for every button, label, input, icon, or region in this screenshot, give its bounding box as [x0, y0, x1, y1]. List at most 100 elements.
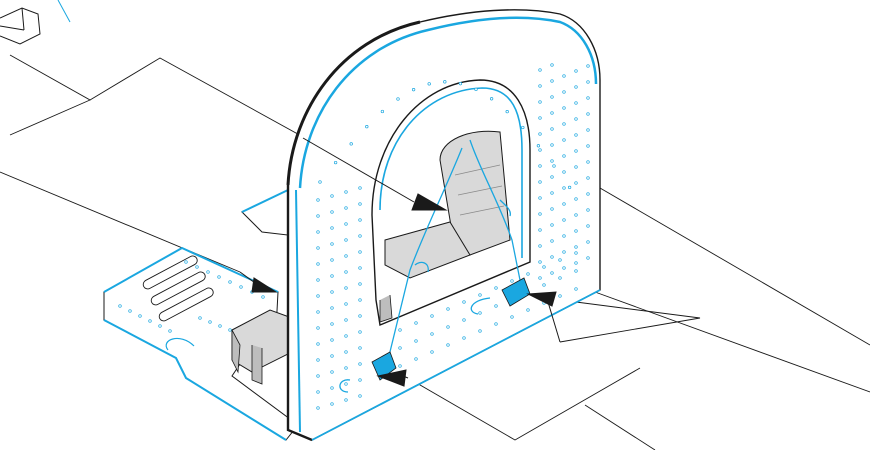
floor-line-right-mid: [544, 297, 701, 343]
rivet-hole: [586, 224, 590, 228]
rivet-hole: [330, 370, 334, 374]
rivet-hole: [521, 125, 525, 130]
rivet-hole: [358, 378, 362, 382]
rivet-hole: [414, 321, 418, 325]
rivet-hole: [586, 208, 590, 212]
rivet-hole: [148, 319, 152, 323]
rivet-hole: [217, 275, 221, 279]
rivet-hole: [562, 122, 566, 126]
rivet-hole: [567, 185, 572, 190]
rivet-hole: [398, 346, 402, 350]
rivet-hole: [398, 328, 402, 332]
rivet-hole: [550, 159, 554, 163]
rivet-hole: [358, 330, 362, 334]
floor-line-bottom-right: [584, 404, 656, 450]
rivet-hole: [586, 96, 590, 100]
rivet-hole: [158, 324, 162, 328]
rib-1: [454, 164, 501, 176]
rivet-hole: [538, 228, 542, 232]
seat-left-leg: [231, 329, 241, 374]
rivet-hole: [198, 316, 202, 320]
rivet-hole: [316, 310, 320, 314]
rivet-hole: [538, 148, 542, 152]
rivet-hole: [358, 314, 362, 318]
strap-tail-right: [470, 297, 491, 315]
rib-2: [457, 185, 503, 196]
rivet-hole: [344, 270, 348, 274]
rivet-hole: [562, 106, 566, 110]
corner-part: [0, 0, 71, 45]
rivet-hole: [349, 142, 353, 146]
rivet-hole: [358, 346, 362, 350]
slot-2: [150, 271, 206, 306]
rivet-hole: [586, 128, 590, 132]
anchor-fittings: [371, 277, 531, 381]
rivet-hole: [344, 254, 348, 258]
rivet-hole: [505, 109, 509, 114]
floor-line-left-mid: [89, 57, 306, 139]
rivet-hole: [316, 358, 320, 362]
rivet-hole: [316, 262, 320, 266]
rivet-hole: [344, 238, 348, 242]
rivet-hole: [344, 190, 348, 194]
rivet-hole: [550, 191, 554, 195]
rivet-hole: [358, 202, 362, 206]
rivet-hole: [586, 64, 590, 68]
rivet-hole: [550, 127, 554, 131]
leader-arrows: [239, 137, 561, 387]
rivet-hole: [118, 304, 122, 308]
rivet-hole: [228, 280, 232, 284]
rivet-hole: [574, 133, 578, 137]
rivet-hole: [586, 240, 590, 244]
rivet-hole: [538, 260, 542, 264]
rivet-hole: [550, 79, 554, 83]
rivet-hole: [586, 80, 590, 84]
corner-cable: [57, 0, 71, 23]
rivet-hole: [430, 314, 434, 318]
rivet-hole: [574, 101, 578, 105]
rivet-hole: [462, 336, 466, 340]
rivet-hole: [574, 269, 578, 273]
floor-line-right-top: [599, 187, 870, 346]
rivet-hole: [538, 116, 542, 120]
floor-panel-left-edge-low: [103, 319, 287, 441]
slot-3: [158, 287, 214, 322]
seat-back: [439, 130, 511, 256]
rivet-hole: [562, 74, 566, 78]
rivet-hole: [138, 314, 142, 318]
corner-part-edge-2: [0, 25, 25, 31]
rivet-hole: [358, 218, 362, 222]
rivet-hole: [446, 325, 450, 329]
rivet-hole: [344, 366, 348, 370]
rivet-hole: [330, 226, 334, 230]
rivet-hole: [538, 84, 542, 88]
rivet-hole: [316, 342, 320, 346]
rivet-hole: [550, 271, 554, 275]
arrow-seat-left: [251, 277, 278, 293]
bulkhead-rim-blue: [298, 16, 598, 189]
rivet-hole: [365, 125, 369, 129]
rivet-hole: [443, 80, 447, 84]
rivet-hole: [562, 90, 566, 94]
rivet-hole: [344, 350, 348, 354]
rivet-hole: [562, 186, 566, 190]
rivet-hole: [538, 164, 542, 168]
seat-left: [231, 309, 293, 385]
rivet-hole: [333, 160, 338, 165]
rivet-hole: [574, 181, 578, 185]
rivet-hole: [330, 322, 334, 326]
rivet-hole: [574, 117, 578, 121]
rivet-hole: [562, 170, 566, 174]
rivet-hole: [586, 112, 590, 116]
rivet-hole: [489, 97, 494, 101]
rivet-hole: [558, 258, 562, 262]
rivet-hole: [358, 394, 362, 398]
rivet-hole: [396, 97, 400, 101]
rivet-hole: [562, 202, 566, 206]
leader-line-seat-back: [302, 137, 415, 203]
rivet-hole: [330, 354, 334, 358]
seat-left-leg-2: [251, 345, 263, 385]
rivet-hole: [316, 294, 320, 298]
rivet-hole: [330, 290, 334, 294]
leader-line-anchor-right: [547, 301, 561, 343]
